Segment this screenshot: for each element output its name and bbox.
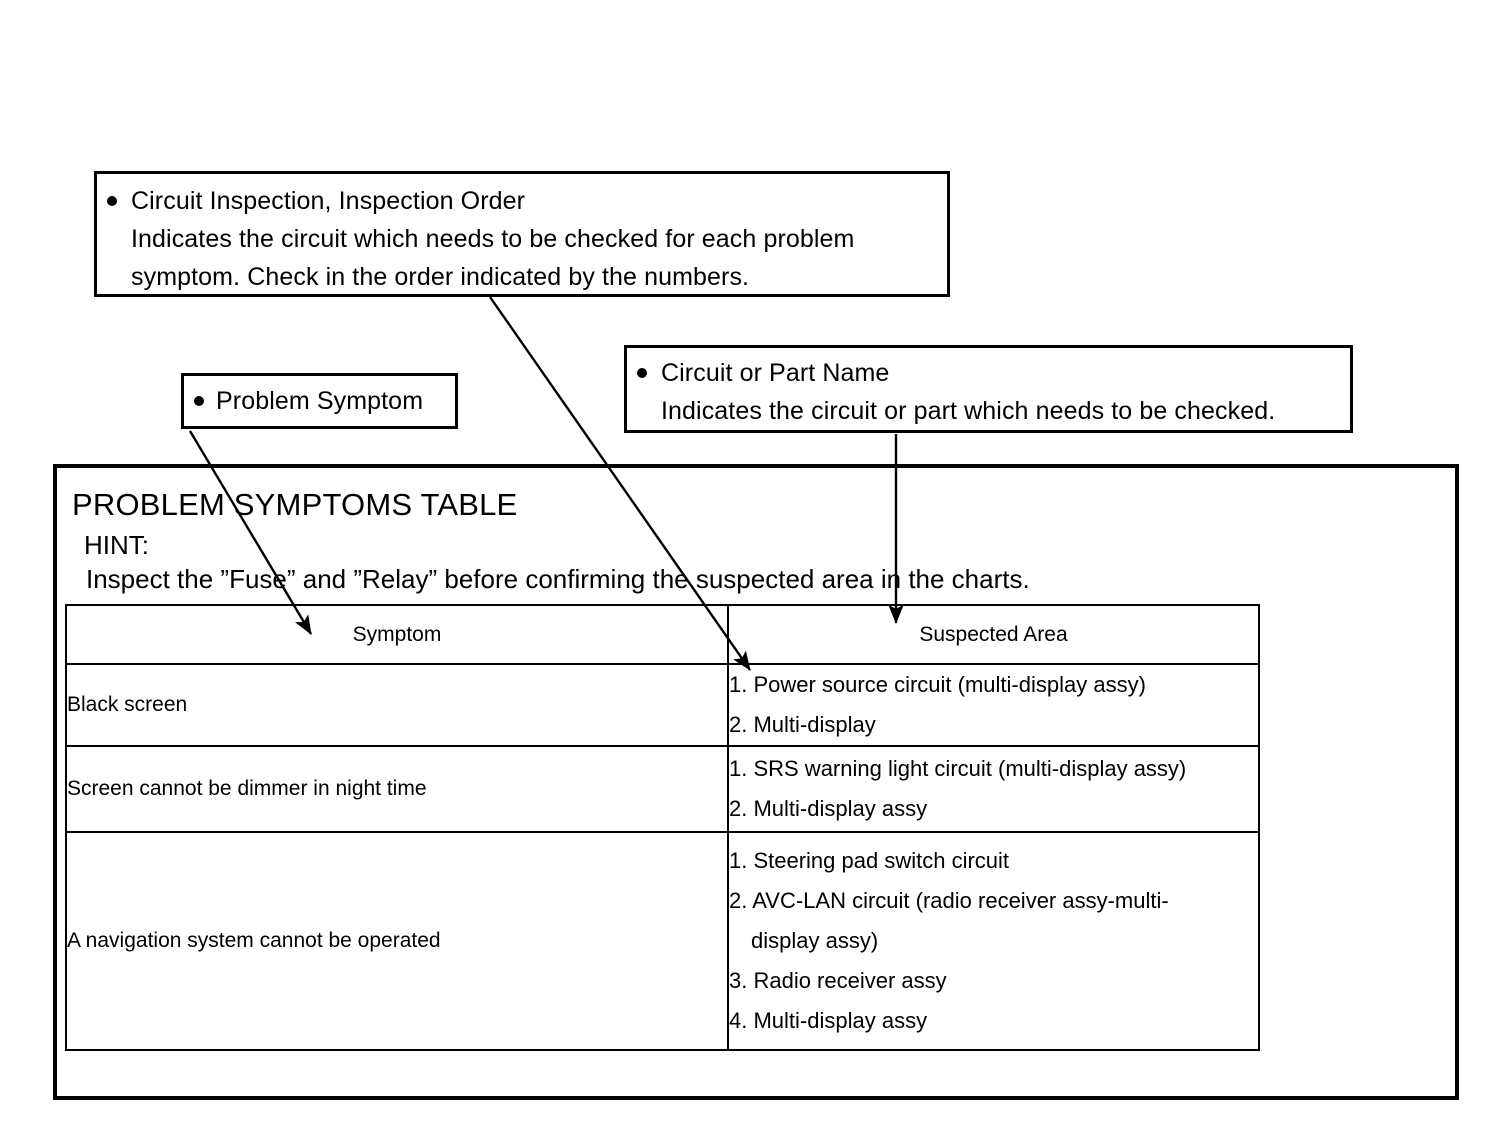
- suspected-area-item: 2. Multi-display assy: [729, 796, 928, 821]
- suspected-area-item: 2. Multi-display: [729, 712, 876, 737]
- bullet-dot-icon: [637, 368, 647, 378]
- cell-symptom: A navigation system cannot be operated: [65, 831, 729, 1051]
- callout-bullet-row: Circuit or Part Name: [627, 354, 1350, 392]
- callout-title: Circuit Inspection, Inspection Order: [131, 187, 526, 215]
- suspected-area-item: 1. Steering pad switch circuit: [729, 848, 1010, 873]
- table-row: Screen cannot be dimmer in night time 1.…: [65, 745, 1260, 833]
- column-header-symptom: Symptom: [65, 604, 729, 665]
- cell-suspected-area: 1. SRS warning light circuit (multi-disp…: [727, 745, 1260, 833]
- suspected-area-item: 3. Radio receiver assy: [729, 968, 947, 993]
- table-row: A navigation system cannot be operated 1…: [65, 831, 1260, 1051]
- cell-suspected-area: 1. Steering pad switch circuit 2. AVC-LA…: [727, 831, 1260, 1051]
- suspected-area-item: 2. AVC-LAN circuit (radio receiver assy-…: [729, 888, 1169, 913]
- callout-circuit-inspection: Circuit Inspection, Inspection Order Ind…: [94, 171, 950, 297]
- bullet-dot-icon: [107, 196, 117, 206]
- callout-body-line-1: Indicates the circuit or part which need…: [661, 397, 1276, 425]
- cell-symptom: Screen cannot be dimmer in night time: [65, 745, 729, 833]
- callout-problem-symptom: Problem Symptom: [181, 373, 458, 429]
- suspected-area-item: 1. Power source circuit (multi-display a…: [729, 672, 1146, 697]
- problem-symptoms-table: Symptom Suspected Area Black screen 1. P…: [65, 604, 1260, 1051]
- callout-body-line-1: Indicates the circuit which needs to be …: [131, 225, 855, 253]
- callout-circuit-or-part: Circuit or Part Name Indicates the circu…: [624, 345, 1353, 433]
- callout-body-line-2: symptom. Check in the order indicated by…: [131, 263, 750, 291]
- table-header-row: Symptom Suspected Area: [65, 604, 1260, 665]
- suspected-area-item: 1. SRS warning light circuit (multi-disp…: [729, 756, 1187, 781]
- column-header-suspected-area: Suspected Area: [727, 604, 1260, 665]
- problem-symptoms-panel: [53, 464, 1459, 1100]
- page-title: PROBLEM SYMPTOMS TABLE: [72, 487, 518, 522]
- suspected-area-item-continuation: display assy): [751, 928, 879, 953]
- callout-title: Circuit or Part Name: [661, 359, 890, 387]
- hint-label: HINT:: [84, 530, 149, 560]
- bullet-dot-icon: [194, 396, 204, 406]
- table-row: Black screen 1. Power source circuit (mu…: [65, 663, 1260, 747]
- suspected-area-item: 4. Multi-display assy: [729, 1008, 928, 1033]
- callout-title: Problem Symptom: [216, 387, 424, 415]
- cell-suspected-area: 1. Power source circuit (multi-display a…: [727, 663, 1260, 747]
- callout-bullet-row: Problem Symptom: [184, 382, 423, 420]
- cell-symptom: Black screen: [65, 663, 729, 747]
- callout-bullet-row: Circuit Inspection, Inspection Order: [97, 182, 947, 220]
- hint-text: Inspect the ”Fuse” and ”Relay” before co…: [86, 564, 1030, 594]
